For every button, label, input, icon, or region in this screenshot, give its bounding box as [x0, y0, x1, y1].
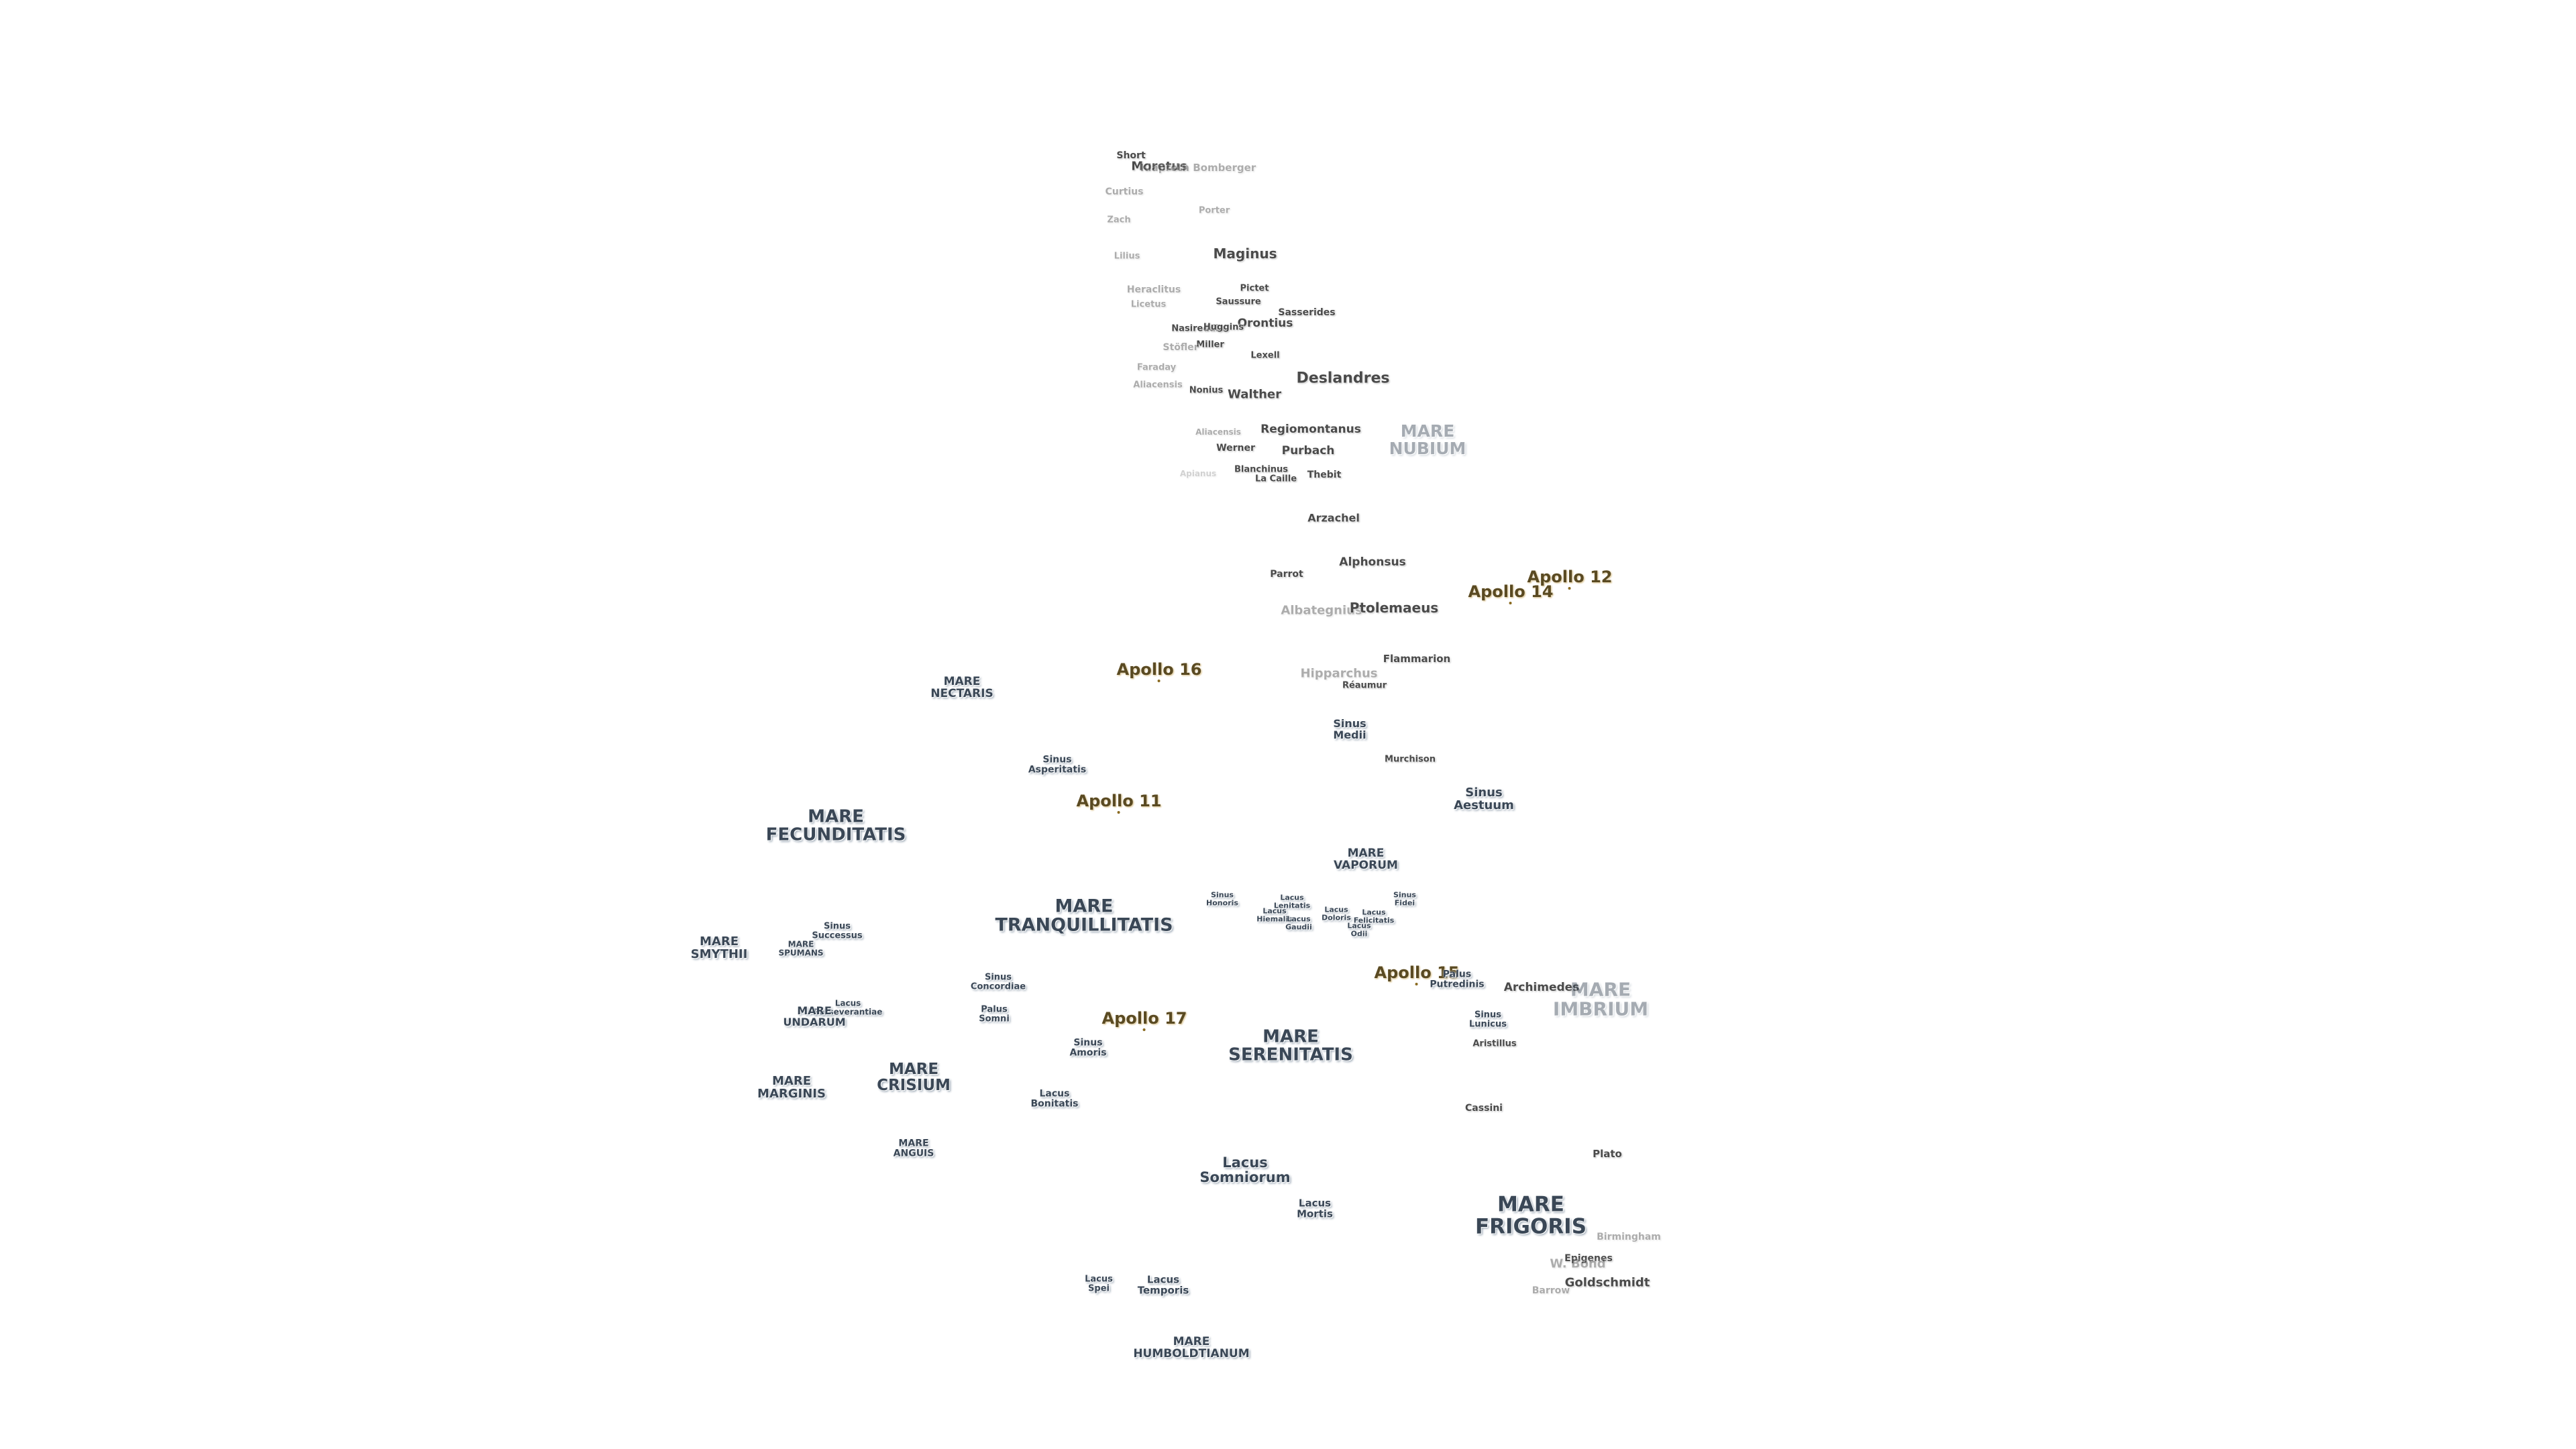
crater-label-flammarion[interactable]: Flammarion	[1383, 653, 1451, 665]
mare-label-sinus-medii[interactable]: Sinus Medii	[1333, 717, 1366, 741]
mare-label-mare-nectaris[interactable]: MARE NECTARIS	[930, 675, 994, 700]
mare-label-sinus-fidei[interactable]: Sinus Fidei	[1393, 890, 1416, 907]
crater-label-regiomontanus[interactable]: Regiomontanus	[1260, 423, 1361, 436]
mare-label-lacus-hiemalis[interactable]: Lacus Hiemalis	[1256, 906, 1293, 923]
mare-label-sinus-honoris[interactable]: Sinus Honoris	[1206, 890, 1238, 907]
crater-label-maginus[interactable]: Maginus	[1213, 246, 1277, 262]
crater-label-blancanus2[interactable]: Klaproth Bomberger	[1140, 162, 1256, 174]
crater-label-parrot[interactable]: Parrot	[1270, 569, 1303, 580]
crater-label-alphonsus[interactable]: Alphonsus	[1339, 555, 1406, 569]
mare-label-lacus-doloris[interactable]: Lacus Doloris	[1322, 905, 1351, 922]
crater-label-licetus[interactable]: Licetus	[1130, 299, 1167, 310]
mare-label-mare-nubium[interactable]: MARE NUBIUM	[1389, 421, 1466, 458]
mare-label-mare-vaporum[interactable]: MARE VAPORUM	[1334, 847, 1398, 872]
crater-label-hipparchus[interactable]: Hipparchus	[1300, 666, 1378, 681]
crater-label-lacaille[interactable]: La Caille	[1254, 474, 1297, 484]
crater-label-epigenes[interactable]: Epigenes	[1564, 1253, 1613, 1264]
landing-site-apollo11[interactable]: Apollo 11	[1076, 792, 1162, 814]
mare-label-mare-humboldtianum[interactable]: MARE HUMBOLDTIANUM	[1133, 1335, 1250, 1360]
crater-label-lexell[interactable]: Lexell	[1250, 350, 1280, 361]
crater-label-goldschmidt[interactable]: Goldschmidt	[1564, 1275, 1650, 1290]
mare-label-mare-anguis[interactable]: MARE ANGUIS	[893, 1138, 934, 1159]
crater-label-moretus[interactable]: Moretus	[1131, 159, 1187, 174]
mare-label-mare-spumans[interactable]: MARE SPUMANS	[778, 939, 824, 957]
crater-label-pictet[interactable]: Pictet	[1240, 283, 1269, 294]
crater-label-curtius[interactable]: Curtius	[1105, 186, 1144, 197]
crater-label-aliacensis2[interactable]: Aliacensis	[1195, 427, 1241, 437]
mare-label-mare-smythii[interactable]: MARE SMYTHII	[690, 934, 748, 961]
landing-site-apollo12[interactable]: Apollo 12	[1527, 568, 1613, 590]
crater-label-huggins[interactable]: Huggins	[1203, 322, 1244, 333]
crater-label-nonius[interactable]: Nonius	[1189, 385, 1224, 396]
mare-label-lacus-bonitatis[interactable]: Lacus Bonitatis	[1030, 1088, 1079, 1109]
landing-site-apollo16[interactable]: Apollo 16	[1116, 660, 1202, 683]
mare-label-lacus-somniorum[interactable]: Lacus Somniorum	[1199, 1154, 1291, 1185]
crater-label-reaumur[interactable]: Réaumur	[1342, 680, 1387, 691]
landing-site-apollo17[interactable]: Apollo 17	[1102, 1009, 1187, 1032]
mare-label-sinus-successus[interactable]: Sinus Successus	[812, 921, 863, 941]
mare-label-sinus-concordiae[interactable]: Sinus Concordiae	[970, 972, 1026, 991]
crater-label-thebit[interactable]: Thebit	[1307, 470, 1342, 480]
mare-label-lacus-odii[interactable]: Lacus Odii	[1347, 921, 1371, 938]
crater-label-orontius[interactable]: Orontius	[1237, 317, 1293, 330]
crater-label-short[interactable]: Short	[1116, 150, 1146, 161]
crater-label-cassini[interactable]: Cassini	[1465, 1103, 1503, 1114]
crater-label-blanchinus[interactable]: Blanchinus	[1234, 464, 1289, 475]
crater-label-walther[interactable]: Walther	[1227, 387, 1282, 402]
landing-site-apollo14[interactable]: Apollo 14	[1468, 582, 1554, 605]
mare-label-lacus-temporis[interactable]: Lacus Temporis	[1137, 1273, 1189, 1296]
crater-label-ptolemaeus[interactable]: Ptolemaeus	[1349, 600, 1439, 616]
crater-label-arzachel[interactable]: Arzachel	[1307, 511, 1360, 525]
crater-label-albategnius[interactable]: Albategnius	[1281, 603, 1362, 618]
crater-label-murchison[interactable]: Murchison	[1385, 754, 1436, 765]
mare-label-lacus-spei[interactable]: Lacus Spei	[1085, 1274, 1113, 1293]
mare-label-lacus-perseverantiae[interactable]: Lacus Perseverantiae	[813, 998, 883, 1016]
crater-label-nasireddin[interactable]: Nasireddin	[1171, 323, 1225, 334]
mare-label-palus-somni[interactable]: Palus Somni	[979, 1004, 1010, 1024]
crater-label-archimedes[interactable]: Archimedes	[1503, 981, 1580, 994]
crater-label-heraclitus[interactable]: Heraclitus	[1126, 284, 1181, 295]
landing-site-apollo15[interactable]: Apollo 15	[1374, 963, 1460, 986]
crater-label-aliacensis[interactable]: Aliacensis	[1133, 380, 1183, 390]
mare-label-mare-undarum[interactable]: MARE UNDARUM	[783, 1004, 846, 1028]
mare-label-lacus-mortis[interactable]: Lacus Mortis	[1297, 1197, 1333, 1220]
crater-label-wbond[interactable]: W. Bond	[1550, 1256, 1606, 1271]
crater-label-aristillus[interactable]: Aristillus	[1472, 1038, 1517, 1049]
mare-label-mare-crisium[interactable]: MARE CRISIUM	[877, 1060, 951, 1094]
crater-label-saussure[interactable]: Saussure	[1216, 297, 1261, 307]
crater-label-purbach[interactable]: Purbach	[1281, 444, 1335, 458]
crater-label-sasserides[interactable]: Sasserides	[1278, 307, 1336, 318]
crater-label-miller[interactable]: Miller	[1196, 339, 1224, 350]
crater-label-birmingham[interactable]: Birmingham	[1597, 1232, 1661, 1242]
crater-label-stoefler[interactable]: Stöfler	[1163, 342, 1199, 353]
crater-label-deslandres[interactable]: Deslandres	[1296, 370, 1390, 387]
crater-label-faraday[interactable]: Faraday	[1136, 362, 1177, 373]
crater-label-barrow[interactable]: Barrow	[1532, 1285, 1570, 1296]
mare-label-sinus-aestuum[interactable]: Sinus Aestuum	[1454, 786, 1514, 812]
crater-label-werner[interactable]: Werner	[1216, 443, 1255, 453]
mare-label-mare-serenitatis[interactable]: MARE SERENITATIS	[1228, 1026, 1353, 1065]
mare-label-mare-tranquillitatis[interactable]: MARE TRANQUILLITATIS	[995, 896, 1173, 936]
crater-label-plato[interactable]: Plato	[1593, 1148, 1622, 1160]
mare-label-lacus-felicitatis[interactable]: Lacus Felicitatis	[1353, 908, 1395, 924]
crater-label-porter[interactable]: Porter	[1198, 205, 1230, 216]
mare-label-sinus-amoris[interactable]: Sinus Amoris	[1069, 1037, 1107, 1058]
crater-label-apianus[interactable]: Apianus	[1179, 469, 1217, 478]
mare-label-mare-fecunditatis[interactable]: MARE FECUNDITATIS	[765, 806, 906, 845]
mare-label-mare-frigoris[interactable]: MARE FRIGORIS	[1474, 1192, 1587, 1238]
mare-label-lacus-gaudii[interactable]: Lacus Gaudii	[1285, 914, 1312, 931]
mare-label-sinus-lunicus[interactable]: Sinus Lunicus	[1469, 1010, 1507, 1029]
mare-label-mare-imbrium[interactable]: MARE IMBRIUM	[1552, 978, 1649, 1020]
crater-label-zach[interactable]: Zach	[1107, 215, 1131, 225]
mare-label-mare-marginis[interactable]: MARE MARGINIS	[757, 1074, 826, 1101]
mare-label-palus-putredinis[interactable]: Palus Putredinis	[1430, 969, 1485, 989]
mare-label-sinus-asperitatis[interactable]: Sinus Asperitatis	[1028, 754, 1087, 775]
crater-label-lilius[interactable]: Lilius	[1114, 251, 1140, 262]
mare-label-lacus-lenitatis[interactable]: Lacus Lenitatis	[1273, 893, 1311, 910]
